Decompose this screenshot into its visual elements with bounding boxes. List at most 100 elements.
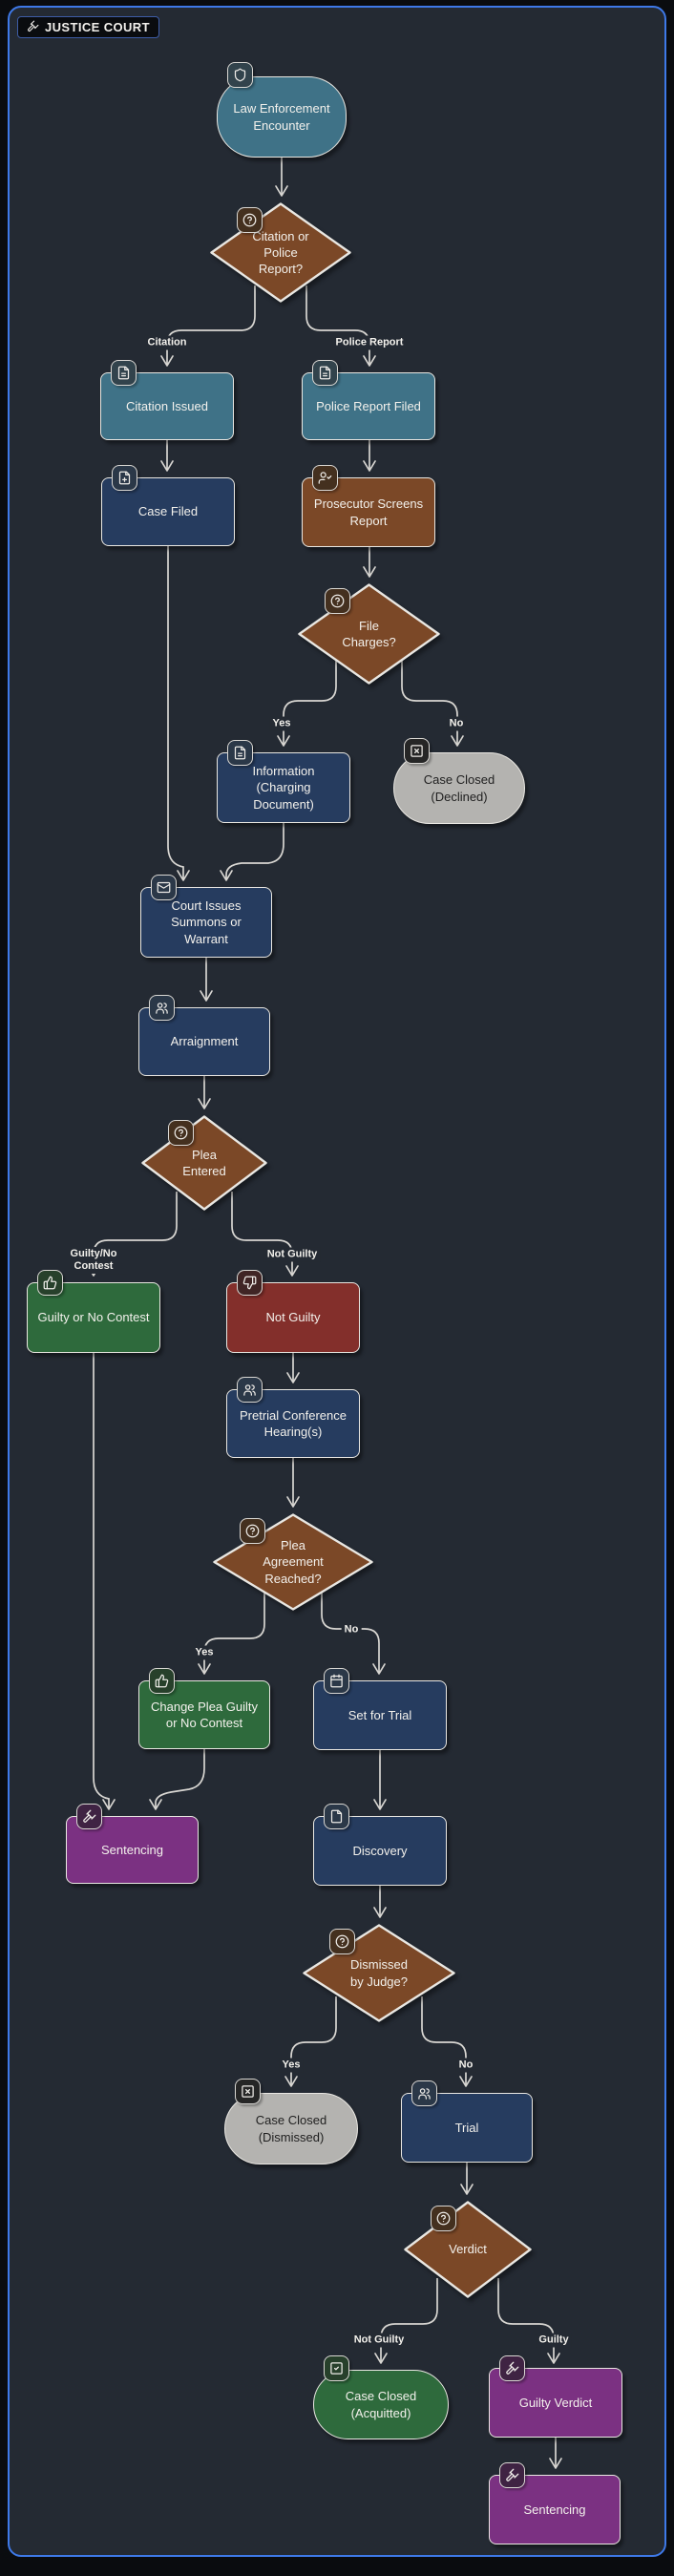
node-icon-badge — [237, 207, 263, 233]
edge-label: Not Guilty — [263, 1247, 321, 1262]
edge-change-plea-guilty-or-no-contest-to-sentencing-left — [149, 1749, 205, 1810]
node-label: Dismissed by Judge? — [350, 1957, 408, 1989]
node-label: Verdict — [449, 2242, 487, 2257]
node-label: Case Filed — [137, 504, 199, 519]
node-label: Arraignment — [170, 1034, 239, 1049]
calendar-icon — [330, 1674, 343, 1688]
thumbs-down-icon — [242, 1276, 257, 1290]
users-icon — [243, 1384, 256, 1396]
node-label: Trial — [454, 2120, 479, 2135]
edge-label: Guilty — [536, 2333, 572, 2348]
gavel-icon — [27, 20, 39, 35]
node-icon-badge — [111, 360, 137, 386]
node-police-report-filed: Police Report Filed — [302, 360, 435, 440]
node-label: Case Closed (Acquitted) — [345, 2389, 417, 2420]
shield-icon — [234, 68, 246, 82]
edge-label: Guilty/No Contest — [60, 1247, 127, 1274]
node-label: Case Closed (Declined) — [423, 772, 495, 804]
node-citation-issued: Citation Issued — [100, 360, 234, 440]
file-icon — [330, 1809, 343, 1824]
node-label: Law Enforcement Encounter — [233, 101, 330, 133]
node-icon-badge — [151, 875, 177, 900]
question-icon — [174, 1126, 188, 1140]
node-law-enforcement-encounter: Law Enforcement Encounter — [217, 62, 347, 158]
question-icon — [335, 1934, 349, 1949]
node-icon-badge — [325, 588, 350, 614]
square-check-icon — [330, 2362, 343, 2375]
edge-label: No — [341, 1622, 362, 1637]
edge-case-filed-to-court-issues-summons-or-warrant — [167, 546, 190, 881]
node-discovery: Discovery — [313, 1804, 447, 1886]
edge-label: No — [455, 2058, 476, 2073]
edge-file-charges-to-case-closed-declined — [401, 660, 464, 747]
user-check-icon — [318, 472, 332, 484]
users-icon — [156, 1003, 168, 1014]
node-icon-badge — [499, 2462, 525, 2488]
square-x-icon — [411, 745, 423, 757]
diagram-title: JUSTICE COURT — [45, 20, 150, 34]
gavel-icon — [83, 1809, 96, 1823]
node-icon-badge — [312, 465, 338, 491]
node-label: Sentencing — [523, 2502, 586, 2517]
file-plus-icon — [118, 471, 131, 485]
node-icon-badge — [431, 2206, 456, 2231]
node-label: Change Plea Guilty or No Contest — [150, 1699, 258, 1730]
thumbs-up-icon — [43, 1276, 57, 1290]
node-label: Plea Entered — [182, 1147, 226, 1178]
edge-file-charges-to-information-charging-document — [277, 660, 337, 747]
node-guilty-verdict: Guilty Verdict — [489, 2355, 622, 2438]
node-icon-badge — [149, 995, 175, 1021]
node-label: Discovery — [352, 1843, 408, 1858]
node-pretrial-conference-hearings: Pretrial Conference Hearing(s) — [226, 1377, 360, 1458]
edge-label: Yes — [192, 1645, 217, 1660]
node-icon-badge — [324, 1668, 349, 1694]
file-text-icon — [319, 366, 331, 380]
square-x-icon — [242, 2085, 254, 2098]
node-label: Pretrial Conference Hearing(s) — [240, 1407, 347, 1439]
file-text-icon — [234, 746, 246, 760]
gavel-icon — [28, 20, 39, 32]
node-icon-badge — [411, 2080, 437, 2106]
node-label: Prosecutor Screens Report — [313, 496, 424, 528]
node-set-for-trial: Set for Trial — [313, 1668, 447, 1750]
node-court-issues-summons-or-warrant: Court Issues Summons or Warrant — [140, 875, 272, 958]
node-icon-badge — [149, 1668, 175, 1694]
node-icon-badge — [235, 2079, 261, 2104]
node-icon-badge — [227, 62, 253, 88]
node-icon-badge — [76, 1804, 102, 1829]
node-trial: Trial — [401, 2080, 533, 2163]
node-citation-or-police-report: Citation or Police Report? — [210, 202, 351, 303]
question-icon — [436, 2211, 451, 2226]
node-plea-entered: Plea Entered — [141, 1115, 267, 1211]
node-information-charging-document: Information (Charging Document) — [217, 740, 350, 823]
node-prosecutor-screens-report: Prosecutor Screens Report — [302, 465, 435, 547]
node-label: Guilty Verdict — [518, 2395, 593, 2410]
node-label: Guilty or No Contest — [37, 1310, 150, 1325]
node-change-plea-guilty-or-no-contest: Change Plea Guilty or No Contest — [138, 1668, 270, 1749]
node-not-guilty: Not Guilty — [226, 1270, 360, 1353]
node-label: Citation Issued — [126, 398, 208, 413]
node-arraignment: Arraignment — [138, 995, 270, 1076]
node-dismissed-by-judge: Dismissed by Judge? — [303, 1924, 455, 2022]
edge-label: Yes — [279, 2058, 304, 2073]
node-label: Citation or Police Report? — [252, 228, 309, 277]
gavel-icon — [506, 2361, 519, 2375]
node-icon-badge — [112, 465, 137, 491]
node-case-filed: Case Filed — [101, 465, 235, 546]
node-label: Court Issues Summons or Warrant — [171, 898, 242, 946]
edge-dismissed-by-judge-to-trial — [421, 1996, 473, 2087]
node-label: Case Closed (Dismissed) — [255, 2113, 327, 2144]
file-text-icon — [117, 366, 130, 380]
node-sentencing-left: Sentencing — [66, 1804, 199, 1884]
edge-label: Citation — [144, 335, 190, 350]
node-label: Police Report Filed — [316, 398, 421, 413]
users-icon — [418, 2088, 431, 2100]
node-label: Set for Trial — [348, 1707, 412, 1722]
edge-label: Yes — [269, 716, 294, 731]
edge-information-charging-document-to-court-issues-summons-or-warrant — [220, 823, 284, 881]
edge-label: Police Report — [332, 335, 407, 350]
node-label: Plea Agreement Reached? — [263, 1538, 324, 1586]
node-icon-badge — [237, 1270, 263, 1296]
